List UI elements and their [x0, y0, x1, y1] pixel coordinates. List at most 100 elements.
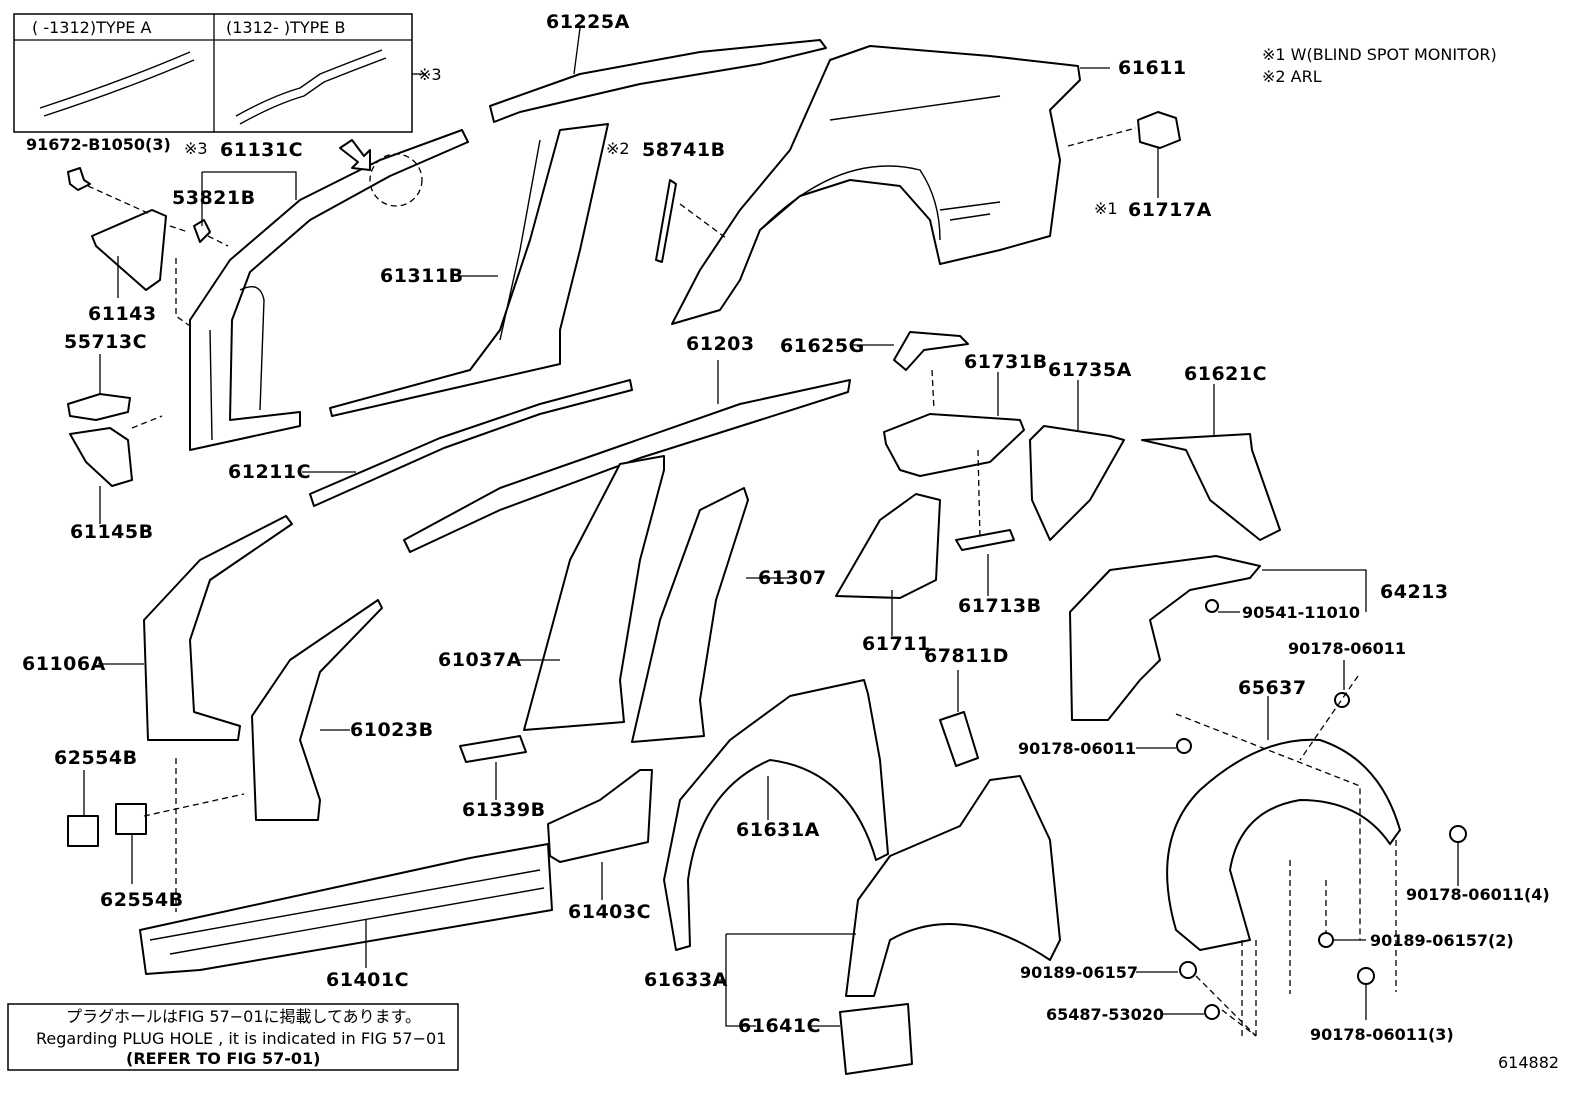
part-61143-bracket [91, 209, 167, 291]
label-55713c: 55713C [64, 331, 147, 353]
type-a-label: ( -1312)TYPE A [32, 18, 151, 37]
part-61717a-bracket [1137, 111, 1181, 149]
part-62554b-block-top [67, 815, 99, 847]
label-61631a: 61631A [736, 819, 820, 841]
legend-note-2: ※2 ARL [1262, 67, 1322, 86]
part-64213-panel [1069, 555, 1261, 721]
part-61145b-bracket [69, 427, 133, 487]
label-61641c: 61641C [738, 1015, 821, 1037]
label-90178b: 90178-06011 [1018, 739, 1136, 758]
label-61731b: 61731B [964, 351, 1048, 373]
label-61211c: 61211C [228, 461, 311, 483]
label-91672: 91672-B1050(3) [26, 135, 171, 154]
label-90189a: 90189-06157(2) [1370, 931, 1514, 950]
label-61307: 61307 [758, 567, 827, 589]
label-61106a: 61106A [22, 653, 106, 675]
label-61711: 61711 [862, 633, 931, 655]
label-61131c: 61131C [220, 139, 303, 161]
footnote-box [7, 1003, 459, 1071]
part-61339b-block [459, 735, 527, 763]
part-61633a-wheelhouse [845, 775, 1061, 997]
label-mark2: ※2 [606, 139, 630, 158]
part-61203-inner-rail [403, 379, 851, 553]
part-65637-wheel-liner [1166, 738, 1401, 951]
part-61711-panel [835, 493, 941, 599]
label-61401c: 61401C [326, 969, 409, 991]
part-61401c-rocker [139, 843, 553, 975]
fastener-90189a [1318, 932, 1334, 948]
label-58741b: 58741B [642, 139, 726, 161]
detail-arrow-icon [339, 139, 371, 171]
fastener-65487 [1204, 1004, 1220, 1020]
part-61311b-side-frame [329, 123, 609, 417]
part-62554b-block-bot [115, 803, 147, 835]
part-61735a-panel [1029, 425, 1125, 541]
part-61106a-pillar-inner [143, 515, 293, 741]
label-61143: 61143 [88, 303, 157, 325]
label-61717a: 61717A [1128, 199, 1212, 221]
footnote-en: Regarding PLUG HOLE , it is indicated in… [36, 1029, 446, 1048]
part-61625g-bracket [893, 331, 969, 371]
label-61621c: 61621C [1184, 363, 1267, 385]
fastener-90189b [1179, 961, 1197, 979]
fastener-90178c [1449, 825, 1467, 843]
detail-circle [369, 153, 423, 207]
part-61131c-pillar [189, 129, 469, 451]
part-53821b-clip [193, 219, 211, 243]
footnote-ref: (REFER TO FIG 57-01) [126, 1049, 320, 1068]
label-65487: 65487-53020 [1046, 1005, 1164, 1024]
label-65637: 65637 [1238, 677, 1307, 699]
part-58741b-strip [655, 179, 677, 263]
leader-lines [83, 27, 1459, 1027]
label-61037a: 61037A [438, 649, 522, 671]
label-mark1: ※1 [1094, 199, 1118, 218]
label-61023b: 61023B [350, 719, 434, 741]
label-90178c: 90178-06011(4) [1406, 885, 1550, 904]
part-91672-bolt [67, 167, 91, 191]
fastener-90541 [1205, 599, 1219, 613]
label-61203: 61203 [686, 333, 755, 355]
part-55713c-bracket [67, 393, 131, 421]
part-61631a-wheel-arch [663, 679, 889, 951]
label-62554b-top: 62554B [54, 747, 138, 769]
fastener-90178d [1357, 967, 1375, 985]
type-inset-box [13, 13, 426, 133]
part-61307-pillar [631, 487, 749, 743]
part-61713b-bracket [955, 529, 1015, 551]
part-61621c-panel [1141, 433, 1281, 541]
part-67811d-pad [939, 711, 979, 767]
label-67811d: 67811D [924, 645, 1009, 667]
label-61311b: 61311B [380, 265, 464, 287]
label-61611: 61611 [1118, 57, 1187, 79]
part-61731b-panel [883, 413, 1025, 477]
part-61211c-rail [309, 379, 633, 507]
footnote-jp: プラグホールはFIG 57−01に掲載してあります。 [66, 1007, 421, 1026]
label-90541: 90541-11010 [1242, 603, 1360, 622]
label-61713b: 61713B [958, 595, 1042, 617]
label-90189b: 90189-06157 [1020, 963, 1138, 982]
label-53821b: 53821B [172, 187, 256, 209]
label-61145b: 61145B [70, 521, 154, 543]
label-mark3: ※3 [184, 139, 208, 158]
label-64213: 64213 [1380, 581, 1449, 603]
label-61225a: 61225A [546, 11, 630, 33]
label-62554b-bot: 62554B [100, 889, 184, 911]
label-61403c: 61403C [568, 901, 651, 923]
part-61611-quarter-panel [671, 45, 1081, 325]
fastener-90178b [1176, 738, 1192, 754]
part-61023b-reinforcement [251, 599, 383, 821]
label-61633a: 61633A [644, 969, 728, 991]
label-61735a: 61735A [1048, 359, 1132, 381]
label-90178d: 90178-06011(3) [1310, 1025, 1454, 1044]
label-61625g: 61625G [780, 335, 865, 357]
legend-note-1: ※1 W(BLIND SPOT MONITOR) [1262, 45, 1497, 64]
figure-id: 614882 [1498, 1053, 1559, 1072]
type-b-label: (1312- )TYPE B [226, 18, 345, 37]
fastener-90178a [1334, 692, 1350, 708]
label-90178a: 90178-06011 [1288, 639, 1406, 658]
part-61037a-b-pillar [523, 455, 665, 731]
label-61339b: 61339B [462, 799, 546, 821]
part-61225a-roof-rail [489, 39, 827, 123]
part-61403c-extension [547, 769, 653, 863]
